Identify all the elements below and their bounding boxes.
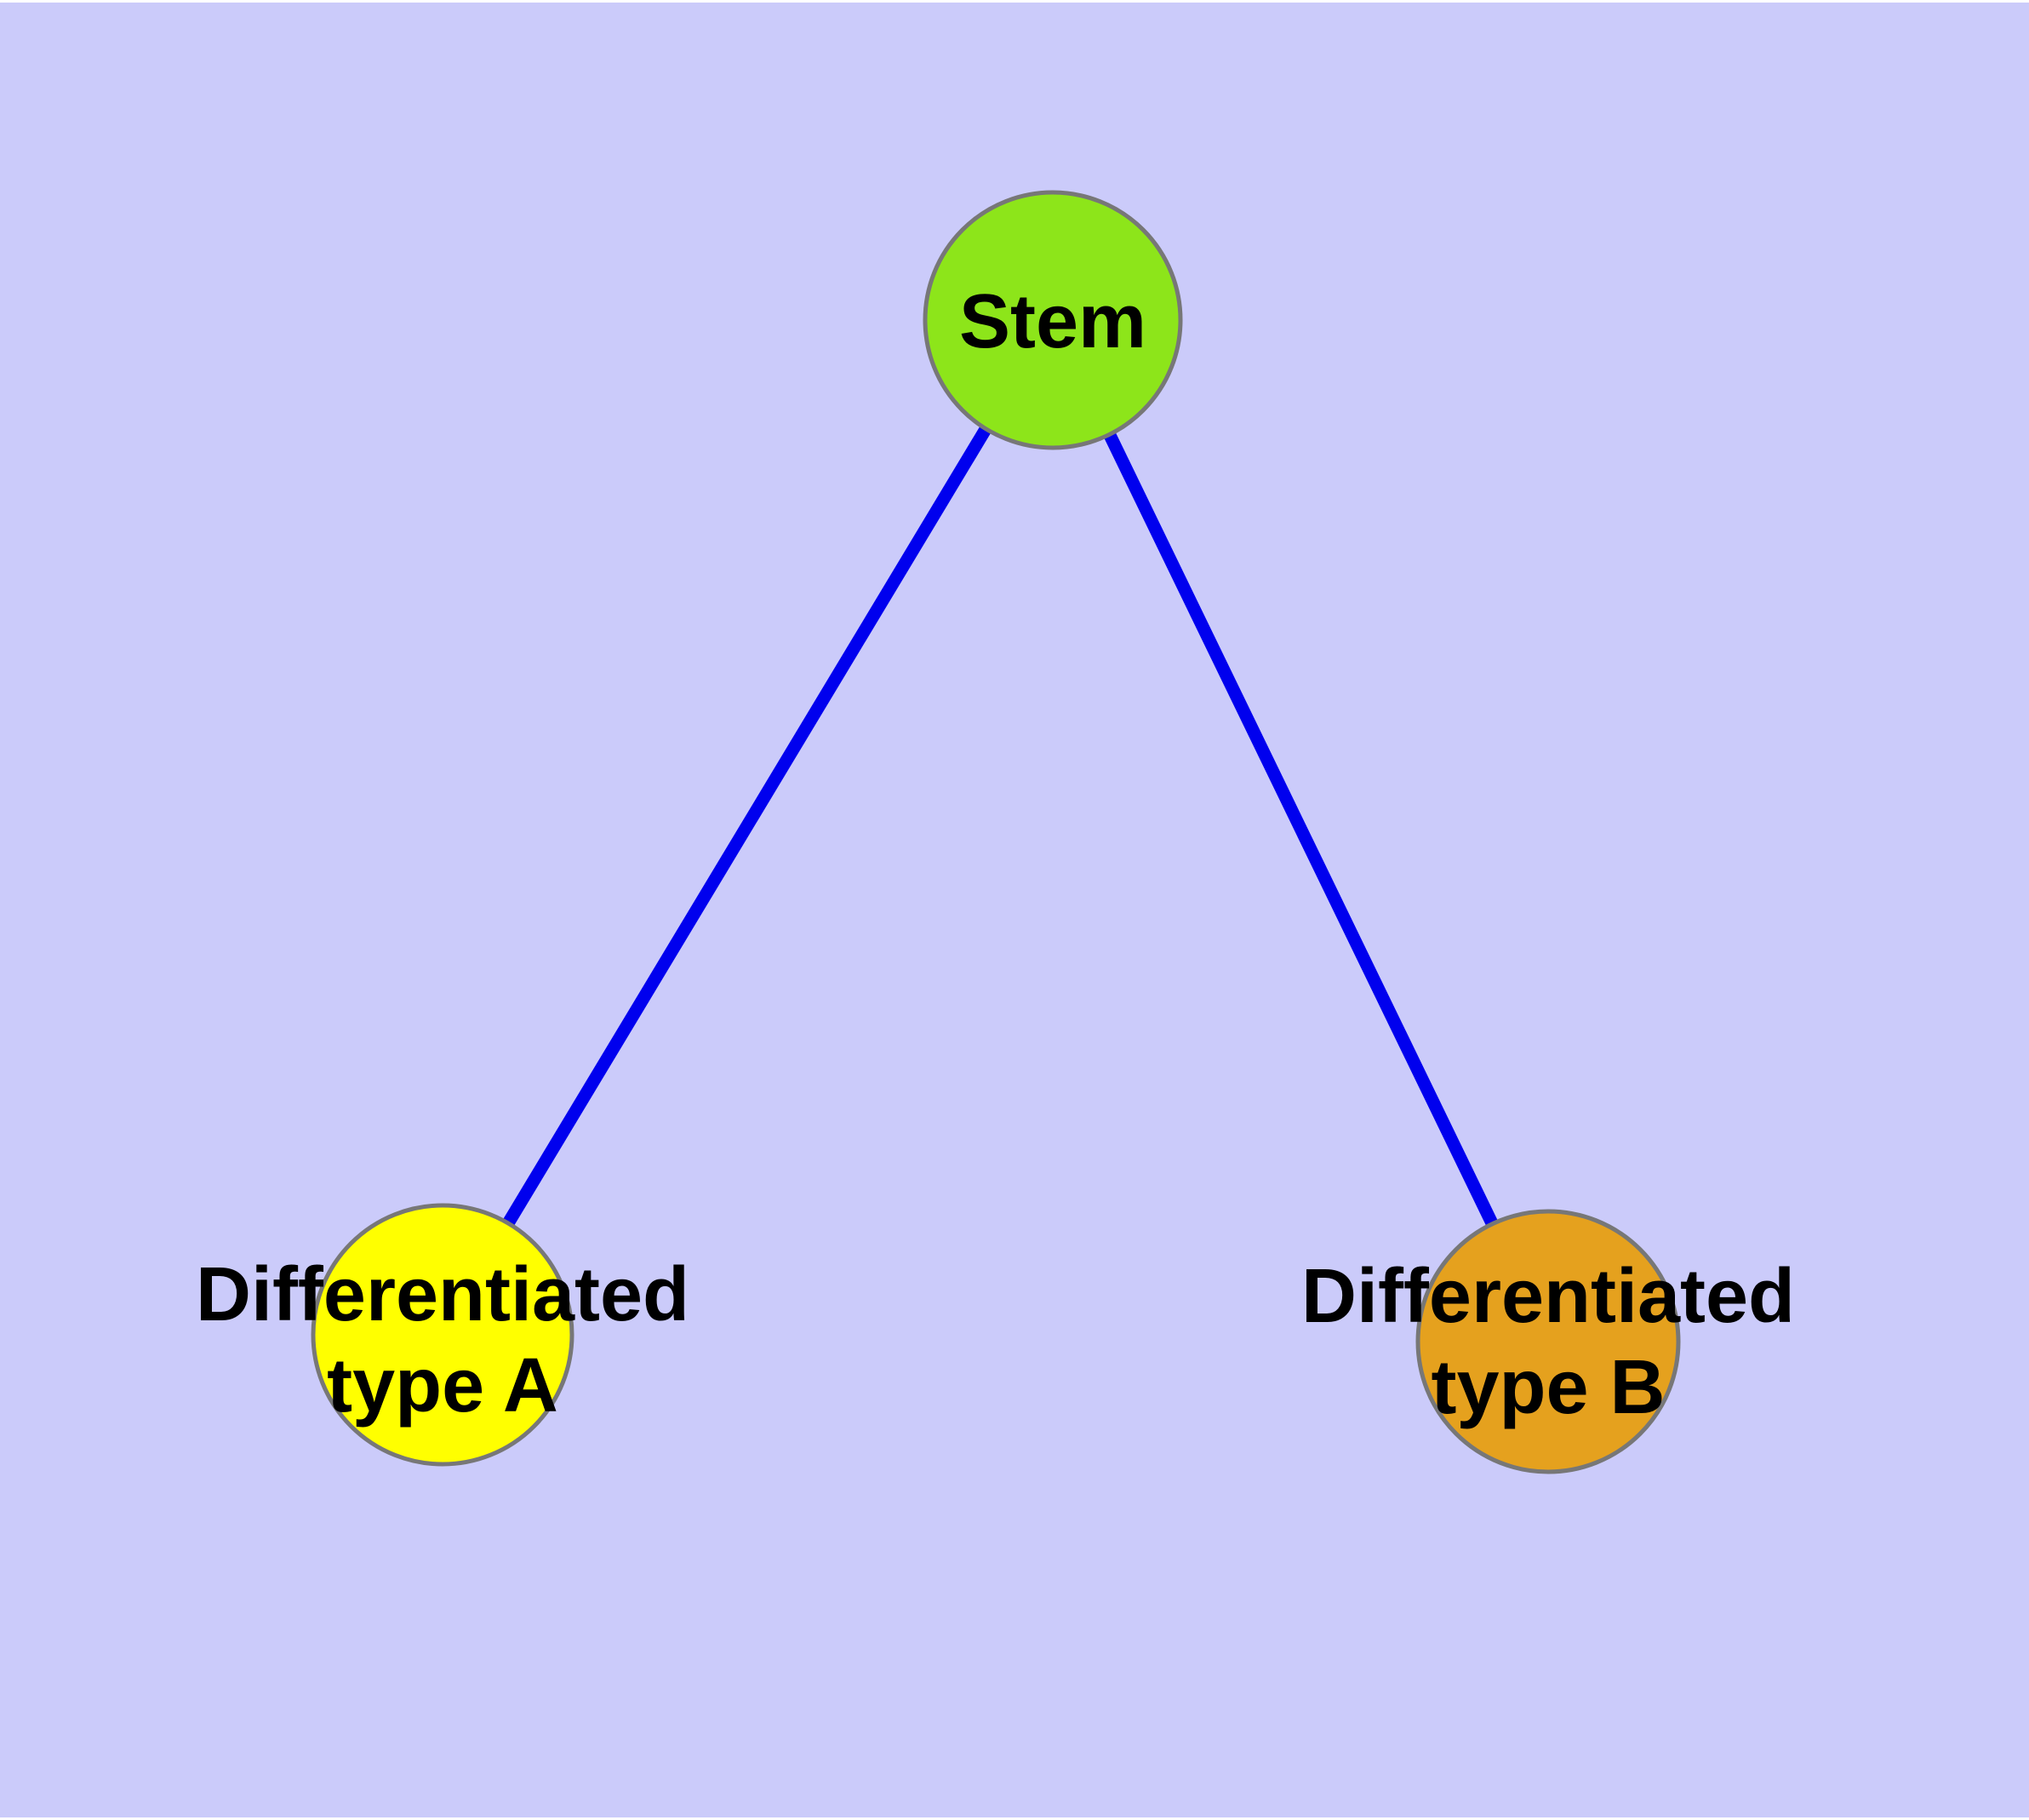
node-differentiated-type-b: Differentiated type B bbox=[1301, 1209, 1795, 1474]
diagram-canvas: Stem Differentiated type A Differentiate… bbox=[0, 3, 2029, 1817]
node-differentiated-type-a: Differentiated type A bbox=[196, 1203, 689, 1467]
node-stem-circle bbox=[923, 190, 1183, 450]
node-type-a-label-line2: type A bbox=[327, 1343, 558, 1428]
node-type-b-label-line1: Differentiated bbox=[1301, 1254, 1795, 1339]
node-type-b-label-line2: type B bbox=[1431, 1345, 1665, 1430]
node-type-b-circle bbox=[1415, 1209, 1681, 1474]
node-stem: Stem bbox=[923, 190, 1183, 450]
node-type-a-label-line1: Differentiated bbox=[196, 1252, 689, 1337]
graph-svg: Stem Differentiated type A Differentiate… bbox=[0, 3, 2029, 1817]
node-stem-label: Stem bbox=[959, 279, 1146, 364]
edge-stem-to-type-a bbox=[437, 314, 1059, 1336]
node-type-a-circle bbox=[311, 1203, 574, 1467]
edge-stem-to-type-b bbox=[1047, 314, 1554, 1342]
